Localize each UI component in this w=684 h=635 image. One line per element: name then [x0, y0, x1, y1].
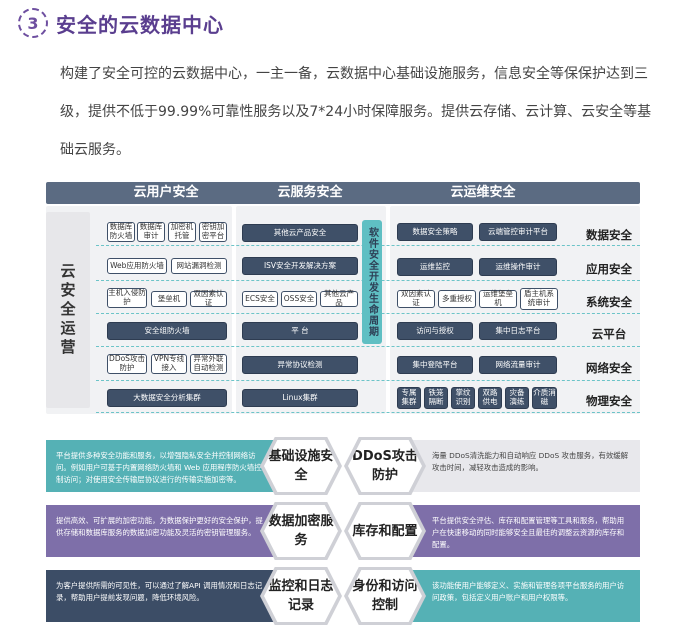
box-access-auth: 访问与授权	[397, 322, 473, 340]
box-dedicated-cluster: 专属集群	[397, 387, 421, 409]
column-header-ops: 云运维安全	[450, 185, 516, 200]
row-label-physical-security: 物理安全	[586, 394, 632, 408]
box-linux-cluster: Linux集群	[242, 389, 358, 407]
box-bigdata-cluster: 大数据安全分析集群	[107, 389, 227, 407]
box-db-firewall: 数据库防火墙	[107, 222, 135, 242]
feature-title: 基础设施安全	[264, 440, 338, 492]
feature-hex: 基础设施安全	[260, 437, 342, 495]
row-label-app-security: 应用安全	[586, 262, 632, 276]
box-platform: 平 台	[242, 322, 358, 340]
box-2fa: 双因素认证	[190, 290, 227, 307]
feature-stripe: 平台提供安全评估、库存和配置管理等工具和服务，帮助用户在快速移动的同时能够安全且…	[410, 505, 640, 557]
box-cloud-audit-platform: 云端管控审计平台	[479, 223, 557, 241]
box-ddos: DDoS攻击防护	[107, 354, 147, 374]
box-host-audit: 盾主机系统审计	[520, 288, 558, 310]
feature-stripe: 平台提供多种安全功能和服务，以增强隐私安全并控制网络访问。例如用户可基于内置网络…	[46, 440, 276, 492]
box-log-platform: 集中日志平台	[479, 322, 557, 340]
box-db-audit: 数据库审计	[137, 222, 165, 242]
row-divider	[96, 346, 640, 347]
feature-stripe: 海量 DDoS清洗能力和自动响应 DDoS 攻击服务，有效缓解攻击时间，减轻攻击…	[410, 440, 640, 492]
box-oss-security: OSS安全	[281, 291, 317, 307]
cloud-security-ops-label: 云安全运营	[46, 212, 90, 408]
box-palm-recognition: 掌纹识别	[451, 387, 475, 409]
box-waf: Web应用防火墙	[107, 258, 167, 274]
row-divider	[96, 380, 640, 381]
feature-hex: 身份和访问控制	[344, 567, 426, 625]
box-bastion: 堡垒机	[151, 291, 187, 307]
box-vuln-scan: 网站漏洞检测	[171, 258, 227, 274]
feature-title: DDoS攻击防护	[348, 440, 422, 492]
row-divider	[96, 412, 640, 413]
box-host-ips: 主机入侵防护	[107, 288, 147, 308]
row-label-cloud-platform: 云平台	[591, 327, 627, 341]
box-dr-drill: 灾备演练	[505, 387, 529, 409]
diagram-header-bar	[46, 182, 640, 204]
box-dual-power: 双路供电	[478, 387, 502, 409]
feature-desc: 平台提供安全评估、库存和配置管理等工具和服务，帮助用户在快速移动的同时能够安全且…	[432, 516, 625, 549]
section-title: 安全的云数据中心	[56, 13, 224, 37]
box-outbound-detect: 异常外联自动检测	[190, 354, 227, 374]
box-other-product-security: 其他云产品安全	[242, 224, 358, 242]
feature-hex: 监控和日志记录	[260, 567, 342, 625]
feature-title: 监控和日志记录	[264, 570, 338, 622]
section-number-badge: 3	[18, 8, 48, 38]
box-isv-solution: ISV安全开发解决方案	[242, 257, 358, 275]
feature-stripe: 提供高效、可扩展的加密功能，为数据保护更好的安全保护，提供存储和数据库服务的数据…	[46, 505, 276, 557]
box-ops-2fa: 双因素认证	[397, 290, 435, 308]
box-login-platform: 集中登陆平台	[397, 356, 473, 374]
feature-stripe: 为客户提供所需的可见性，可以通过了解API 调用情况和日志记录，帮助用户提前发现…	[46, 570, 276, 622]
box-ops-monitor: 运维监控	[397, 258, 473, 276]
column-header-user: 云用户安全	[133, 185, 199, 200]
feature-title: 库存和配置	[348, 505, 422, 557]
box-media-degauss: 介质消磁	[532, 387, 557, 409]
feature-stripe: 该功能使用户能够定义、实施和管理各项平台服务的用户访问政策，包括定义用户账户和用…	[410, 570, 640, 622]
box-security-group-fw: 安全组防火墙	[107, 322, 227, 340]
box-ops-bastion: 运维堡垒机	[479, 290, 517, 308]
feature-desc: 平台提供多种安全功能和服务，以增强隐私安全并控制网络访问。例如用户可基于内置网络…	[56, 451, 262, 484]
box-ops-audit: 运维操作审计	[479, 258, 557, 276]
box-data-policy: 数据安全策略	[397, 223, 473, 241]
box-traffic-audit: 网络流量审计	[479, 356, 557, 374]
feature-desc: 提供高效、可扩展的加密功能，为数据保护更好的安全保护，提供存储和数据库服务的数据…	[56, 516, 263, 537]
intro-paragraph: 构建了安全可控的云数据中心，一主一备，云数据中心基础设施服务，信息安全等保保护达…	[60, 66, 652, 158]
column-header-service: 云服务安全	[277, 185, 343, 200]
box-other-products: 其他云产品	[320, 290, 358, 307]
sdl-vertical-bar: 软件安全开发生命周期	[362, 220, 382, 344]
box-ecs-security: ECS安全	[242, 291, 278, 307]
feature-desc: 该功能使用户能够定义、实施和管理各项平台服务的用户访问政策，包括定义用户账户和用…	[432, 581, 625, 602]
row-label-system-security: 系统安全	[586, 295, 632, 309]
feature-desc: 为客户提供所需的可见性，可以通过了解API 调用情况和日志记录，帮助用户提前发现…	[56, 581, 263, 602]
feature-title: 数据加密服务	[264, 505, 338, 557]
feature-hex: DDoS攻击防护	[344, 437, 426, 495]
feature-title: 身份和访问控制	[348, 570, 422, 622]
feature-desc: 海量 DDoS清洗能力和自动响应 DDoS 攻击服务，有效缓解攻击时间，减轻攻击…	[432, 451, 629, 472]
feature-hex: 数据加密服务	[260, 502, 342, 560]
box-crypto-hosting: 加密机托管	[168, 222, 196, 242]
box-vpn: VPN专线接入	[151, 354, 187, 374]
box-cage-isolation: 铁笼隔断	[424, 387, 448, 409]
row-label-data-security: 数据安全	[586, 228, 632, 242]
row-label-network-security: 网络安全	[586, 361, 632, 375]
feature-hex: 库存和配置	[344, 502, 426, 560]
box-protocol-detect: 异常协议检测	[242, 356, 358, 374]
box-multi-auth: 多重授权	[438, 290, 476, 308]
box-key-platform: 密钥加密平台	[199, 222, 227, 242]
